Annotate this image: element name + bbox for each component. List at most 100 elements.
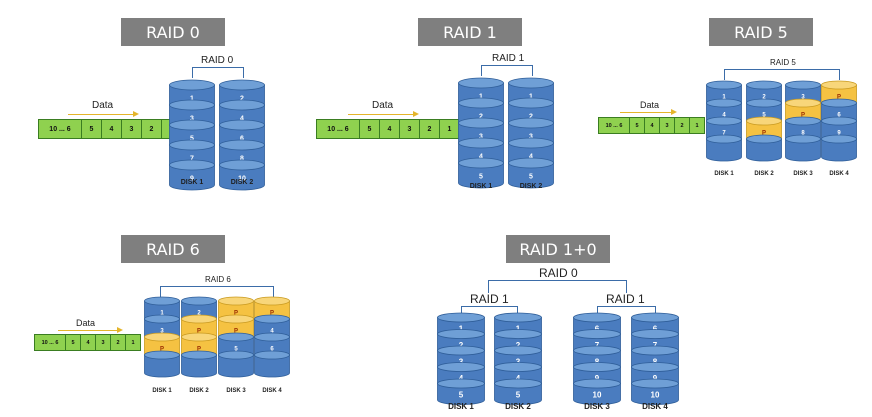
block-top-surface [785,80,821,90]
block-label: P [762,131,766,137]
block-label: 5 [190,135,194,142]
block-top-surface [631,362,679,372]
strip-cell: 5 [66,335,81,350]
block-top-surface [494,312,542,323]
raid5-group-bracket [724,69,840,80]
strip-cell: 3 [122,120,142,138]
block-label: 6 [270,347,274,353]
strip-cell: 10 ... 6 [599,118,630,133]
raid6-group-label: RAID 6 [205,275,231,284]
block-label: 1 [722,95,726,101]
strip-cell: 5 [630,118,645,133]
block-top-surface [437,329,485,339]
raid5-disk-4-label: DISK 4 [829,171,849,177]
block-label: P [234,311,238,317]
block-top-surface [219,119,265,131]
raid10-top-bracket [488,280,627,293]
block-label: 8 [653,357,658,366]
block-top-surface [144,296,180,306]
data-block [144,354,180,378]
strip-cell: 10 ... 6 [39,120,82,138]
block-top-surface [218,350,254,360]
block-top-surface [508,97,554,109]
data-block [169,164,215,191]
block-label: 5 [459,390,464,399]
strip-cell: 4 [102,120,122,138]
disk-cylinder: 13P [144,296,180,378]
strip-cell: 4 [81,335,96,350]
strip-cell: 3 [400,120,420,138]
data-block [218,354,254,378]
block-label: 7 [190,155,194,162]
block-label: 3 [190,115,194,122]
block-label: 4 [240,115,244,122]
block-label: P [837,95,841,101]
disk-cylinder: 147 [706,80,742,162]
block-top-surface [169,139,215,151]
block-label: 1 [459,324,464,333]
block-top-surface [494,345,542,356]
disk-cylinder: 25P [746,80,782,162]
strip-cell: 1 [447,125,452,133]
block-top-surface [254,296,290,306]
block-label: 6 [595,324,600,333]
block-label: 7 [722,131,726,137]
block-top-surface [706,116,742,126]
block-top-surface [631,312,679,323]
raid0-group-bracket [192,67,244,78]
raid6-disk-4-label: DISK 4 [262,388,282,394]
strip-cell: 4 [645,118,660,133]
data-block [254,354,290,378]
raid10-right-label: RAID 1 [606,292,645,306]
strip-cell: 3 [660,118,675,133]
raid10-left-label: RAID 1 [470,292,509,306]
raid0-disk-2-label: DISK 2 [230,179,254,186]
strip-cell: 5 [82,120,102,138]
block-label: 9 [837,131,841,137]
raid6-title: RAID 6 [121,235,225,263]
disk-cylinder: PP5 [218,296,254,378]
data-block [181,354,217,378]
block-top-surface [821,98,857,108]
block-top-surface [746,134,782,144]
block-label: 2 [240,95,244,102]
block-label: 5 [479,173,483,180]
data-block [573,383,621,405]
block-label: 5 [516,390,521,399]
raid5-title: RAID 5 [709,18,813,46]
block-label: 4 [516,374,521,383]
block-top-surface [181,314,217,324]
raid0-data-label: Data [92,100,114,111]
raid5-group-label: RAID 5 [770,58,796,67]
block-top-surface [785,98,821,108]
block-label: 2 [529,113,533,120]
block-label: 3 [459,357,464,366]
data-block [785,138,821,162]
block-label: 2 [479,113,483,120]
block-top-surface [254,314,290,324]
block-label: 6 [837,113,841,119]
block-top-surface [573,329,621,339]
raid6-disk-2-label: DISK 2 [189,388,209,394]
data-block [219,164,265,191]
block-top-surface [437,312,485,323]
block-top-surface [169,99,215,111]
block-top-surface [573,312,621,323]
block-top-surface [254,350,290,360]
data-block [458,162,504,189]
strip-cell: 4 [380,120,400,138]
block-label: 2 [197,311,201,317]
block-top-surface [746,80,782,90]
